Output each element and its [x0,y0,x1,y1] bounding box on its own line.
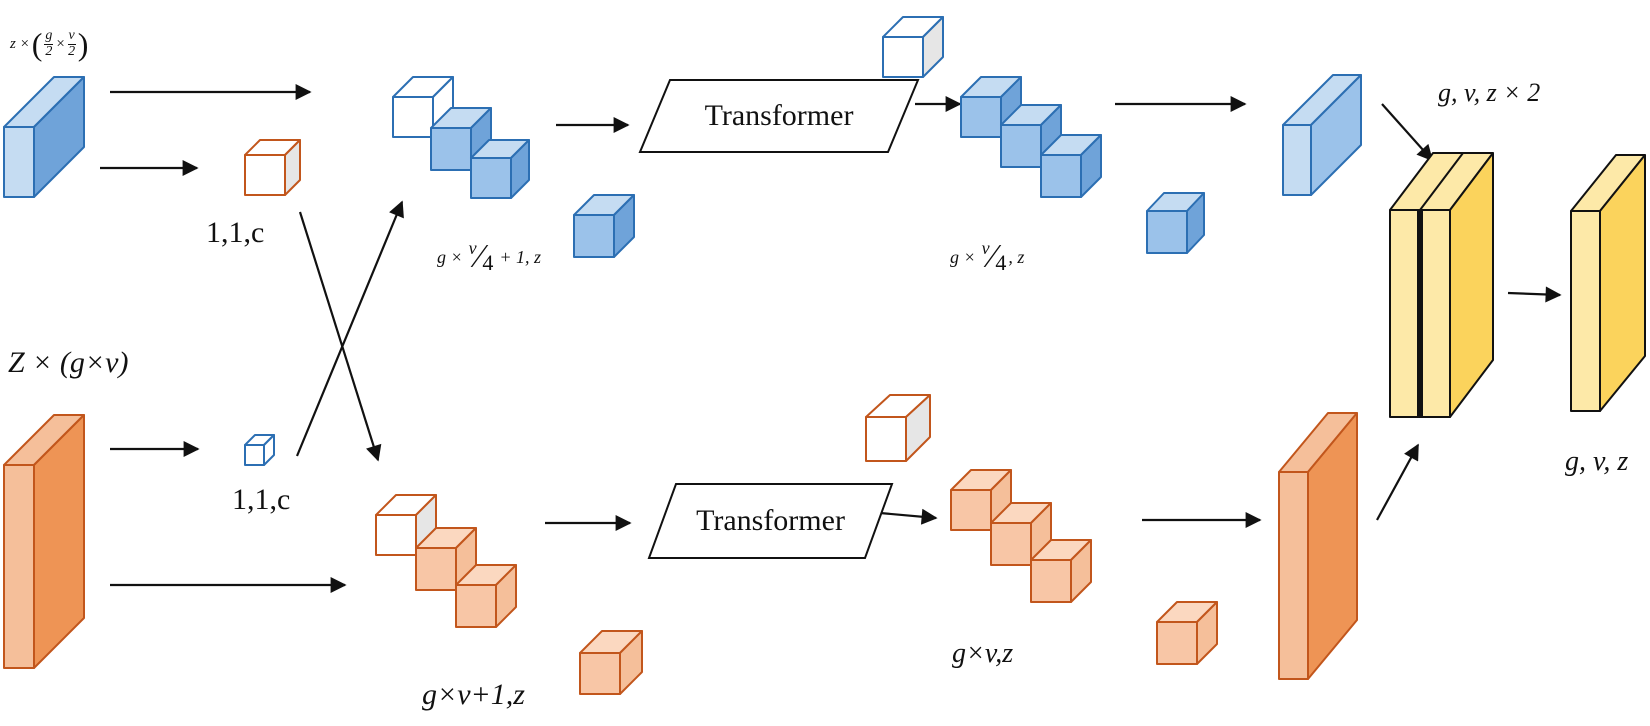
bottom-out-extra-cube [1156,601,1218,665]
bottom-stack-extra-cube [579,630,643,695]
arrow-bottom-feature-to-concat [1376,443,1419,521]
top-output-stack [960,76,1102,198]
transformer-shapes [638,79,920,559]
arrow-top-feature-to-concat [1381,103,1434,162]
top-out-suffix: , z [1008,247,1025,267]
transformer-top-shape [638,79,920,153]
top-out-cube-3 [1040,134,1102,198]
blocks [3,16,1646,695]
top-tokens-suffix: + 1, z [499,247,541,267]
final-slab [1570,154,1646,412]
concat-slab-front [1417,152,1494,418]
arrow-concat-to-final [1507,286,1562,303]
transformer-bottom: Transformer [696,504,845,537]
bottom-tokens-shape-label: g×v+1,z [422,678,525,711]
top-out-prefix: g × [950,247,976,267]
bottom-token-stack [375,494,517,628]
bottom-token-cube [244,434,275,466]
transformer-top: Transformer [704,99,854,132]
bottom-stack-cube-2 [455,564,517,628]
bottom-output-stack [950,469,1092,603]
top-input-v: v [67,27,76,45]
top-out-extra-cube [1146,192,1205,254]
bottom-out-cube-1 [950,469,1012,531]
top-tokens-den: 4 [482,250,494,275]
arrow-top-token-cross-down [298,211,382,462]
top-token-cube [244,139,301,196]
top-out-den: 4 [995,250,1007,275]
arrows [100,84,1562,593]
top-feature-slab [1282,74,1362,196]
bottom-out-shape-label: g×v,z [952,638,1014,669]
top-input-den-2: 2 [68,43,76,59]
top-input-g: g [44,27,54,45]
concat-slab-back [1389,152,1466,418]
top-tokens-shape-label: g × v ⁄ 4 + 1, z [437,238,541,275]
top-tokens-num: v [468,238,477,258]
final-shape-label: g, v, z [1565,446,1629,477]
top-tokens-prefix: g × [437,247,463,267]
bottom-feature-slab [1278,412,1358,680]
top-token-stack [392,76,530,199]
bottom-out-cube-3 [1030,539,1092,603]
bottom-token-label: 1,1,c [232,483,291,516]
top-out-empty-cube [882,16,944,78]
top-input-prefix: z × [10,35,30,52]
top-input-slab [3,76,85,198]
bottom-out-empty-cube [865,394,931,462]
top-stack-cube-1 [430,107,492,171]
bottom-input-slab [3,414,85,669]
top-stack-extra-cube [573,194,635,258]
bottom-stack-cube-empty [375,494,437,556]
arrow-bottom-transformer-to-out [879,508,938,525]
top-stack-cube-2 [470,139,530,199]
top-input-den-1: 2 [45,43,53,59]
concat-shape-label: g, v, z × 2 [1438,78,1541,107]
arrow-bottom-token-cross-up [295,200,404,457]
top-out-num: v [981,238,990,258]
transformer-bottom-shape [647,483,894,559]
top-token-label: 1,1,c [206,216,265,249]
bottom-input-label: Z × (g×v) [8,346,129,379]
top-out-shape-label: g × v ⁄ 4 , z [950,238,1025,275]
top-input-times: × [55,35,66,52]
